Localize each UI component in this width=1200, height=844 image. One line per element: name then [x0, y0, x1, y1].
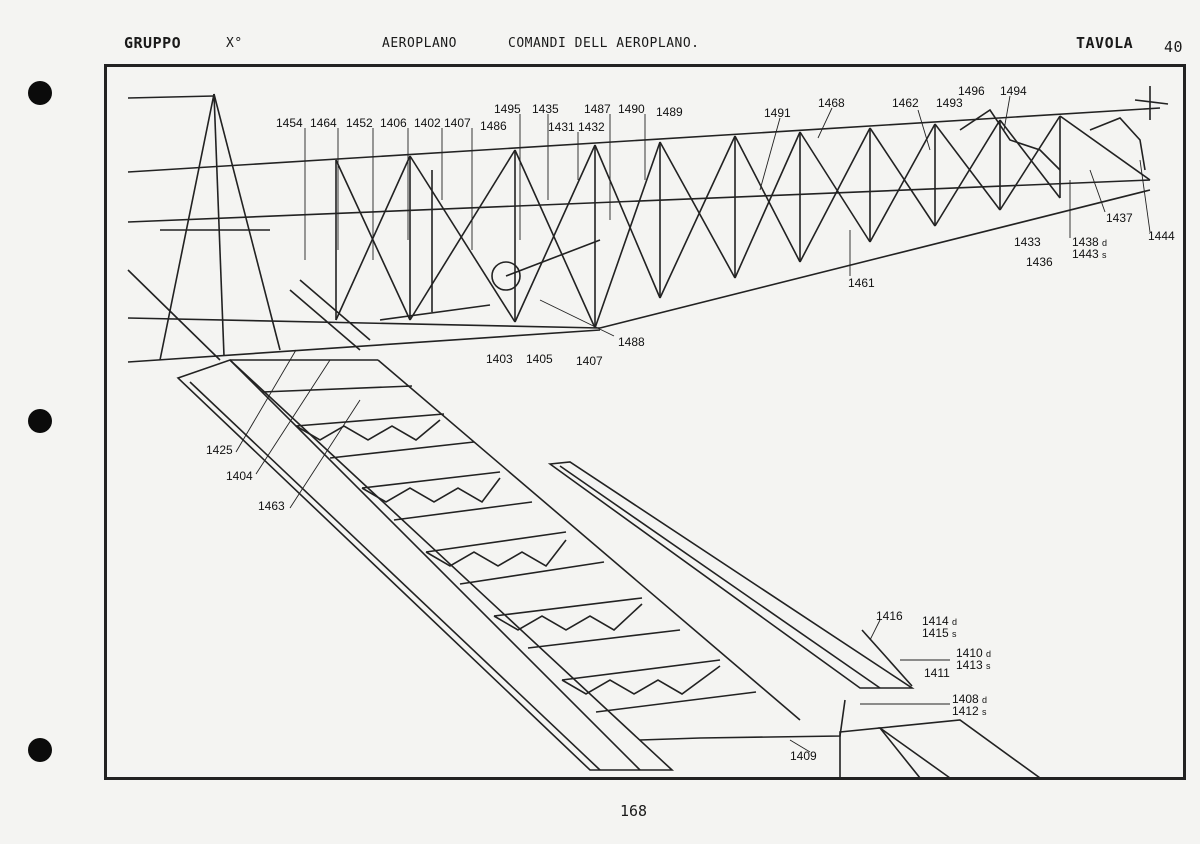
callout-1493: 1493: [936, 96, 963, 110]
section-name: AEROPLANO: [382, 36, 457, 51]
callout-1454: 1454: [276, 116, 303, 130]
callout-1464: 1464: [310, 116, 337, 130]
callout-1414-suffix: d: [952, 617, 957, 627]
callout-1411: 1411: [924, 666, 950, 680]
callout-1410-suffix: d: [986, 649, 991, 659]
callout-1408-suffix: d: [982, 695, 987, 705]
callout-1436: 1436: [1026, 255, 1053, 269]
callout-1437: 1437: [1106, 211, 1133, 225]
callout-1435: 1435: [532, 102, 559, 116]
callout-1415-suffix: s: [952, 629, 957, 639]
callout-1486: 1486: [480, 119, 507, 133]
callout-1432: 1432: [578, 120, 605, 134]
callout-1412: 1412: [952, 704, 979, 718]
callout-1494: 1494: [1000, 84, 1027, 98]
callout-1431: 1431: [548, 120, 575, 134]
callout-1408: 1408: [952, 692, 979, 706]
callout-1412-suffix: s: [982, 707, 987, 717]
plate-title: COMANDI DELL AEROPLANO.: [508, 36, 700, 51]
page-number: 168: [620, 802, 648, 820]
binder-hole: [28, 738, 52, 762]
fuselage-truss: [127, 86, 1169, 363]
callout-1405: 1405: [526, 352, 553, 366]
group-label: GRUPPO: [124, 34, 182, 52]
leader-lines: [235, 95, 1151, 753]
callout-1461: 1461: [848, 276, 875, 290]
callout-1413-suffix: s: [986, 661, 991, 671]
callout-1443-suffix: s: [1102, 250, 1107, 260]
callout-1409: 1409: [790, 749, 817, 763]
callout-1407: 1407: [444, 116, 471, 130]
callout-1416: 1416: [876, 609, 903, 623]
callout-1407-lower: 1407: [576, 354, 603, 368]
callout-1452: 1452: [346, 116, 373, 130]
callout-1487: 1487: [584, 102, 611, 116]
callout-1495: 1495: [494, 102, 521, 116]
callout-1415: 1415: [922, 626, 949, 640]
callout-1489: 1489: [656, 105, 683, 119]
callout-1402: 1402: [414, 116, 441, 130]
callout-1404: 1404: [226, 469, 253, 483]
callout-1406: 1406: [380, 116, 407, 130]
callout-1463: 1463: [258, 499, 285, 513]
callout-labels: 1454 1464 1452 1406 1402 1407 1486 1495 …: [206, 84, 1175, 763]
callout-1444: 1444: [1148, 229, 1175, 243]
callout-1443: 1443: [1072, 247, 1099, 261]
callout-1462: 1462: [892, 96, 919, 110]
plate-label: TAVOLA: [1076, 34, 1134, 52]
binder-hole: [28, 81, 52, 105]
callout-1491: 1491: [764, 106, 791, 120]
drawing-frame: [104, 64, 1186, 780]
binder-hole: [28, 409, 52, 433]
callout-1438: 1438: [1072, 235, 1099, 249]
callout-1438-suffix: d: [1102, 238, 1107, 248]
wing-structure: [176, 359, 1043, 779]
callout-1425: 1425: [206, 443, 233, 457]
plate-number: 40: [1164, 38, 1184, 56]
callout-1490: 1490: [618, 102, 645, 116]
group-value: X°: [226, 36, 243, 51]
callout-1413: 1413: [956, 658, 983, 672]
callout-1468: 1468: [818, 96, 845, 110]
callout-1488: 1488: [618, 335, 645, 349]
callout-1414: 1414: [922, 614, 949, 628]
callout-1410: 1410: [956, 646, 983, 660]
callout-1403: 1403: [486, 352, 513, 366]
callout-1496: 1496: [958, 84, 985, 98]
callout-1433: 1433: [1014, 235, 1041, 249]
